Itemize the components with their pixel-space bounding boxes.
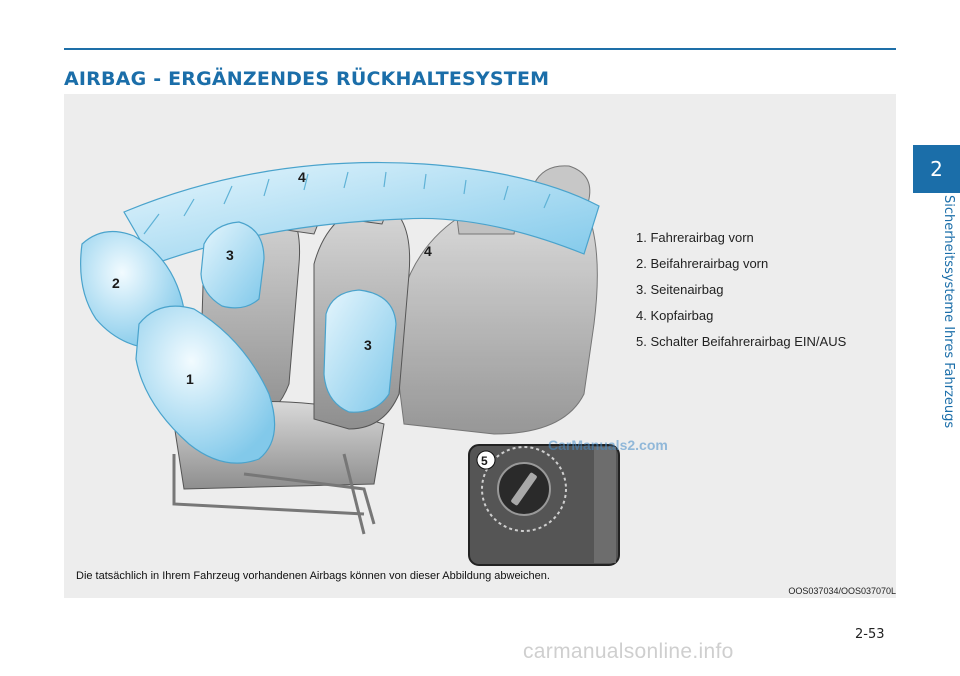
airbag-illustration: 1 2 3 3 4 4 5 [80, 161, 620, 566]
site-watermark: carmanualsonline.info [523, 640, 734, 663]
figure-caption: Die tatsächlich in Ihrem Fahrzeug vorhan… [76, 570, 550, 582]
callout-4b: 4 [424, 243, 432, 259]
driver-front-airbag [135, 305, 276, 464]
legend-item: 2. Beifahrerairbag vorn [636, 256, 769, 271]
legend-item: 4. Kopfairbag [636, 308, 714, 323]
chapter-tab: 2 [913, 145, 960, 193]
side-airbag-left [200, 221, 265, 309]
figure-watermark: CarManuals2.com [548, 437, 668, 453]
page-number: 2-53 [855, 627, 885, 642]
legend-item: 3. Seitenairbag [636, 282, 724, 297]
legend-item: 1. Fahrerairbag vorn [636, 230, 754, 245]
curtain-airbag [123, 161, 600, 265]
figure-code: OOS037034/OOS037070L [788, 586, 896, 596]
callout-2: 2 [112, 275, 120, 291]
top-rule [64, 48, 896, 50]
callout-1: 1 [186, 371, 194, 387]
callout-4a: 4 [298, 169, 306, 185]
switch-inset: 5 [468, 444, 620, 566]
page-heading: AIRBAG - ERGÄNZENDES RÜCKHALTESYSTEM [64, 68, 550, 90]
callout-3b: 3 [364, 337, 372, 353]
airbag-legend: 1. Fahrerairbag vorn 2. Beifahrerairbag … [636, 225, 846, 355]
chapter-title: Sicherheitssysteme Ihres Fahrzeugs [941, 195, 956, 429]
legend-item: 5. Schalter Beifahrerairbag EIN/AUS [636, 334, 847, 349]
side-airbag-right [323, 289, 397, 413]
airbag-figure: 1 2 3 3 4 4 5 1. Fahrerairbag vorn 2. Be… [64, 94, 896, 598]
seat-rails [172, 453, 376, 535]
callout-5: 5 [481, 454, 488, 468]
callout-3a: 3 [226, 247, 234, 263]
